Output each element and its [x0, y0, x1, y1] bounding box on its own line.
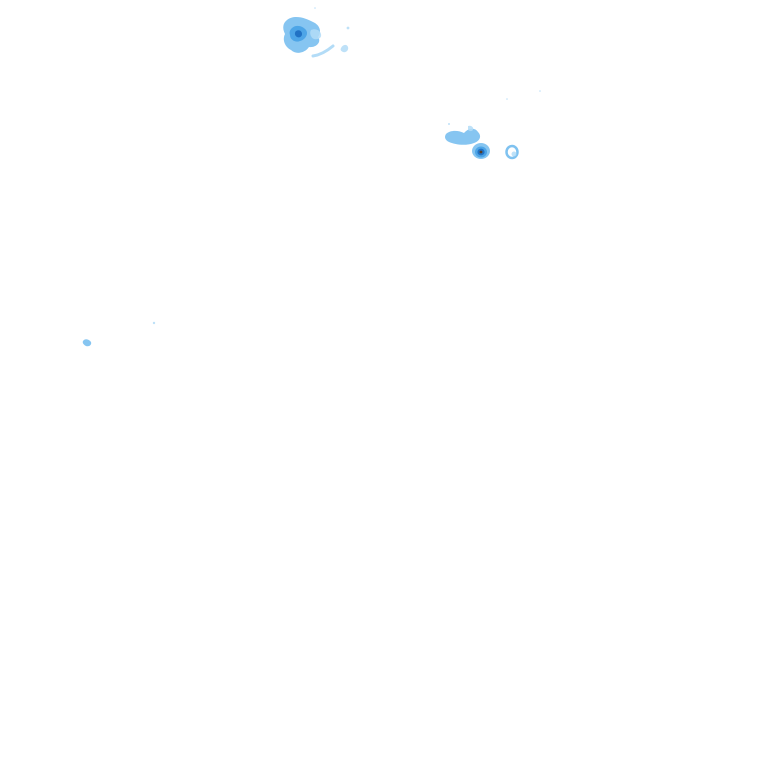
- precipitation-cell-east-cluster: [445, 90, 541, 145]
- echo-core: [294, 30, 302, 38]
- precipitation-cell-east-ring: [505, 144, 519, 160]
- precipitation-cell-east-core: [472, 143, 490, 159]
- echo-ring-fill: [511, 151, 517, 157]
- echo-band-edge: [468, 125, 474, 132]
- echo-speck: [314, 7, 316, 9]
- precipitation-cell-west-speck: [82, 321, 156, 347]
- precipitation-cell-north-arc: [311, 44, 335, 58]
- echo-speck: [346, 26, 350, 30]
- echo-band: [445, 128, 481, 145]
- echo-fringe: [310, 29, 322, 40]
- precipitation-cell-north-fragment: [314, 7, 350, 53]
- echo-fragment: [340, 44, 349, 53]
- echo-peak: [479, 150, 483, 154]
- echo-speck-blob: [82, 339, 92, 347]
- echo-speck: [448, 123, 450, 125]
- echo-speck: [539, 90, 541, 92]
- echo-speck: [152, 321, 156, 325]
- echo-speck: [506, 98, 508, 100]
- precipitation-cell-north-cluster: [283, 16, 322, 53]
- echo-arc: [311, 44, 335, 58]
- echo-ring: [505, 144, 519, 160]
